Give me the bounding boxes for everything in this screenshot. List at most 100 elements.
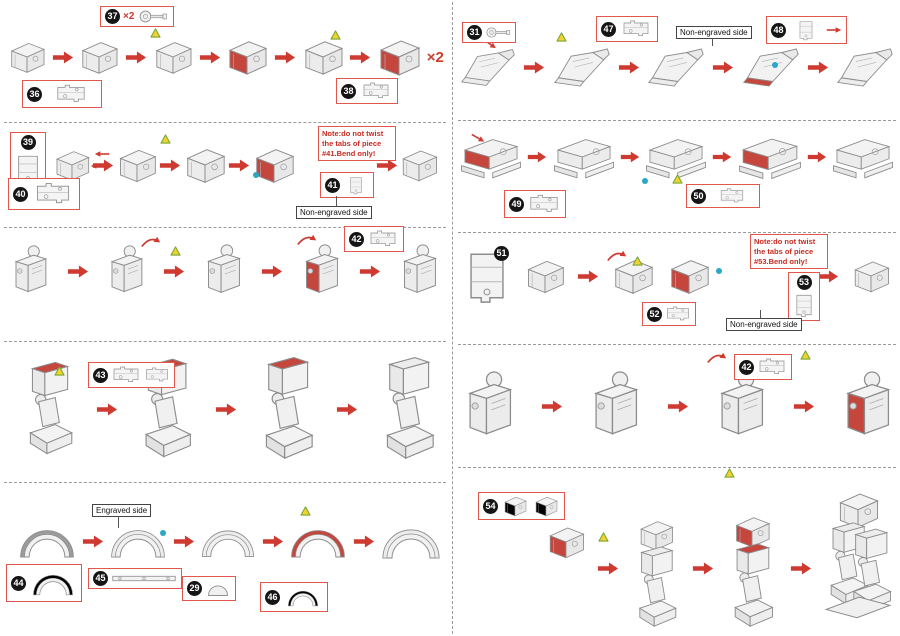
bend-warning-triangle-icon [556,32,567,42]
bend-warning-triangle-icon [54,366,65,376]
assembly-step-illustration [298,242,344,300]
piece-badge-37: 37 [105,9,120,24]
next-step-arrow-icon [790,561,812,576]
assembly-step-illustration [545,524,587,560]
side-label-engraved: Engraved side [92,504,152,517]
next-step-arrow-icon [173,534,195,549]
piece-52-illustration [665,305,691,323]
next-step-arrow-icon [620,150,640,164]
assembly-step-illustration [20,360,78,458]
assembly-step-illustration [224,38,270,76]
tab-marker-dot [642,178,648,184]
next-step-arrow-icon [527,150,547,164]
assembly-step-illustration [822,482,894,632]
assembly-step-illustration [647,46,705,88]
piece-50-illustration [709,187,755,205]
assembly-step-illustration [6,40,48,74]
assembly-step-illustration [553,46,611,88]
tab-marker-dot [160,530,166,536]
tab-marker-dot [253,172,259,178]
row-divider [4,227,446,228]
piece-callout-54: 54 [478,492,565,520]
label-leader-line [118,516,119,528]
assembly-step-illustration [836,46,894,88]
label-leader-line [712,38,713,46]
assembly-step-illustration [378,518,444,564]
piece-badge-38: 38 [341,83,356,99]
piece-42-illustration [367,229,399,249]
assembly-step-illustration [255,355,319,463]
next-step-arrow-icon [523,60,545,75]
next-step-arrow-icon [159,158,181,173]
next-step-arrow-icon [618,60,640,75]
piece-callout-36: 36 [22,80,102,108]
next-step-arrow-icon [597,561,619,576]
piece-41-illustration [343,175,369,195]
piece-badge-51: 51 [494,246,509,261]
row-divider [458,344,896,345]
piece-callout-45: 45 [88,568,182,589]
piece-45-illustration [111,573,177,584]
assembly-step-illustration [300,38,346,76]
piece-31-illustration [485,26,511,39]
assembly-step-illustration [666,252,712,300]
piece-callout-38: 38 [336,78,398,104]
tab-marker-dot [716,268,722,274]
piece-44-illustration [29,567,77,599]
piece-36-illustration [45,83,97,105]
piece-callout-47: 47 [596,16,658,42]
piece-54-illustration [532,495,560,517]
multiplier-label: ×2 [426,48,444,66]
step-row-right-4 [460,356,896,456]
next-step-arrow-icon [261,264,283,279]
piece-callout-42: 42 [734,354,792,380]
piece-callout-43: 43 [88,362,175,388]
assembly-step-illustration [376,355,440,463]
bend-warning-triangle-icon [724,468,735,478]
column-divider [452,2,453,634]
piece-badge-50: 50 [691,188,706,204]
assembly-step-illustration [523,253,567,299]
piece-38-illustration [359,81,393,101]
piece-badge-31: 31 [467,25,482,40]
piece-callout-48: 48 [766,16,847,44]
step-row-left-1: ×2 [6,34,444,80]
assembly-step-illustration [375,37,423,77]
label-leader-line [336,196,337,206]
piece-callout-41: 41 [320,172,374,198]
next-step-arrow-icon [67,264,89,279]
piece-46-illustration [283,585,323,609]
piece-48-illustration [789,19,823,41]
piece-callout-46: 46 [260,582,328,612]
piece-badge-48: 48 [771,22,786,38]
rotate-arrow-icon [296,232,318,247]
next-step-arrow-icon [274,50,296,65]
bend-warning-triangle-icon [160,134,171,144]
assembly-step-illustration [182,142,228,188]
next-step-arrow-icon [793,399,815,414]
bend-warning-triangle-icon [632,256,643,266]
next-step-arrow-icon [807,150,827,164]
step-row-right-1 [460,40,894,94]
assembly-step-illustration [16,519,78,563]
assembly-step-illustration [107,519,169,563]
piece-badge-45: 45 [93,571,108,586]
assembly-step-illustration [629,516,683,632]
attach-pointer-arrow-icon [94,150,110,158]
piece-callout-49: 49 [504,190,566,218]
label-leader-line [760,310,761,318]
multiplier-label: ×2 [123,11,135,22]
piece-29-illustration [205,579,231,598]
piece-badge-49: 49 [509,196,524,212]
piece-49-illustration [527,193,561,215]
assembly-step-illustration [724,512,780,632]
next-step-arrow-icon [82,534,104,549]
assembly-step-illustration [830,133,896,181]
piece-callout-31: 31 [462,22,516,43]
row-divider [4,341,446,342]
next-step-arrow-icon [359,264,381,279]
piece-callout-37: 37 ×2 [100,6,175,27]
bend-warning-triangle-icon [598,532,609,542]
next-step-arrow-icon [349,50,371,65]
assembly-step-illustration [736,132,804,182]
